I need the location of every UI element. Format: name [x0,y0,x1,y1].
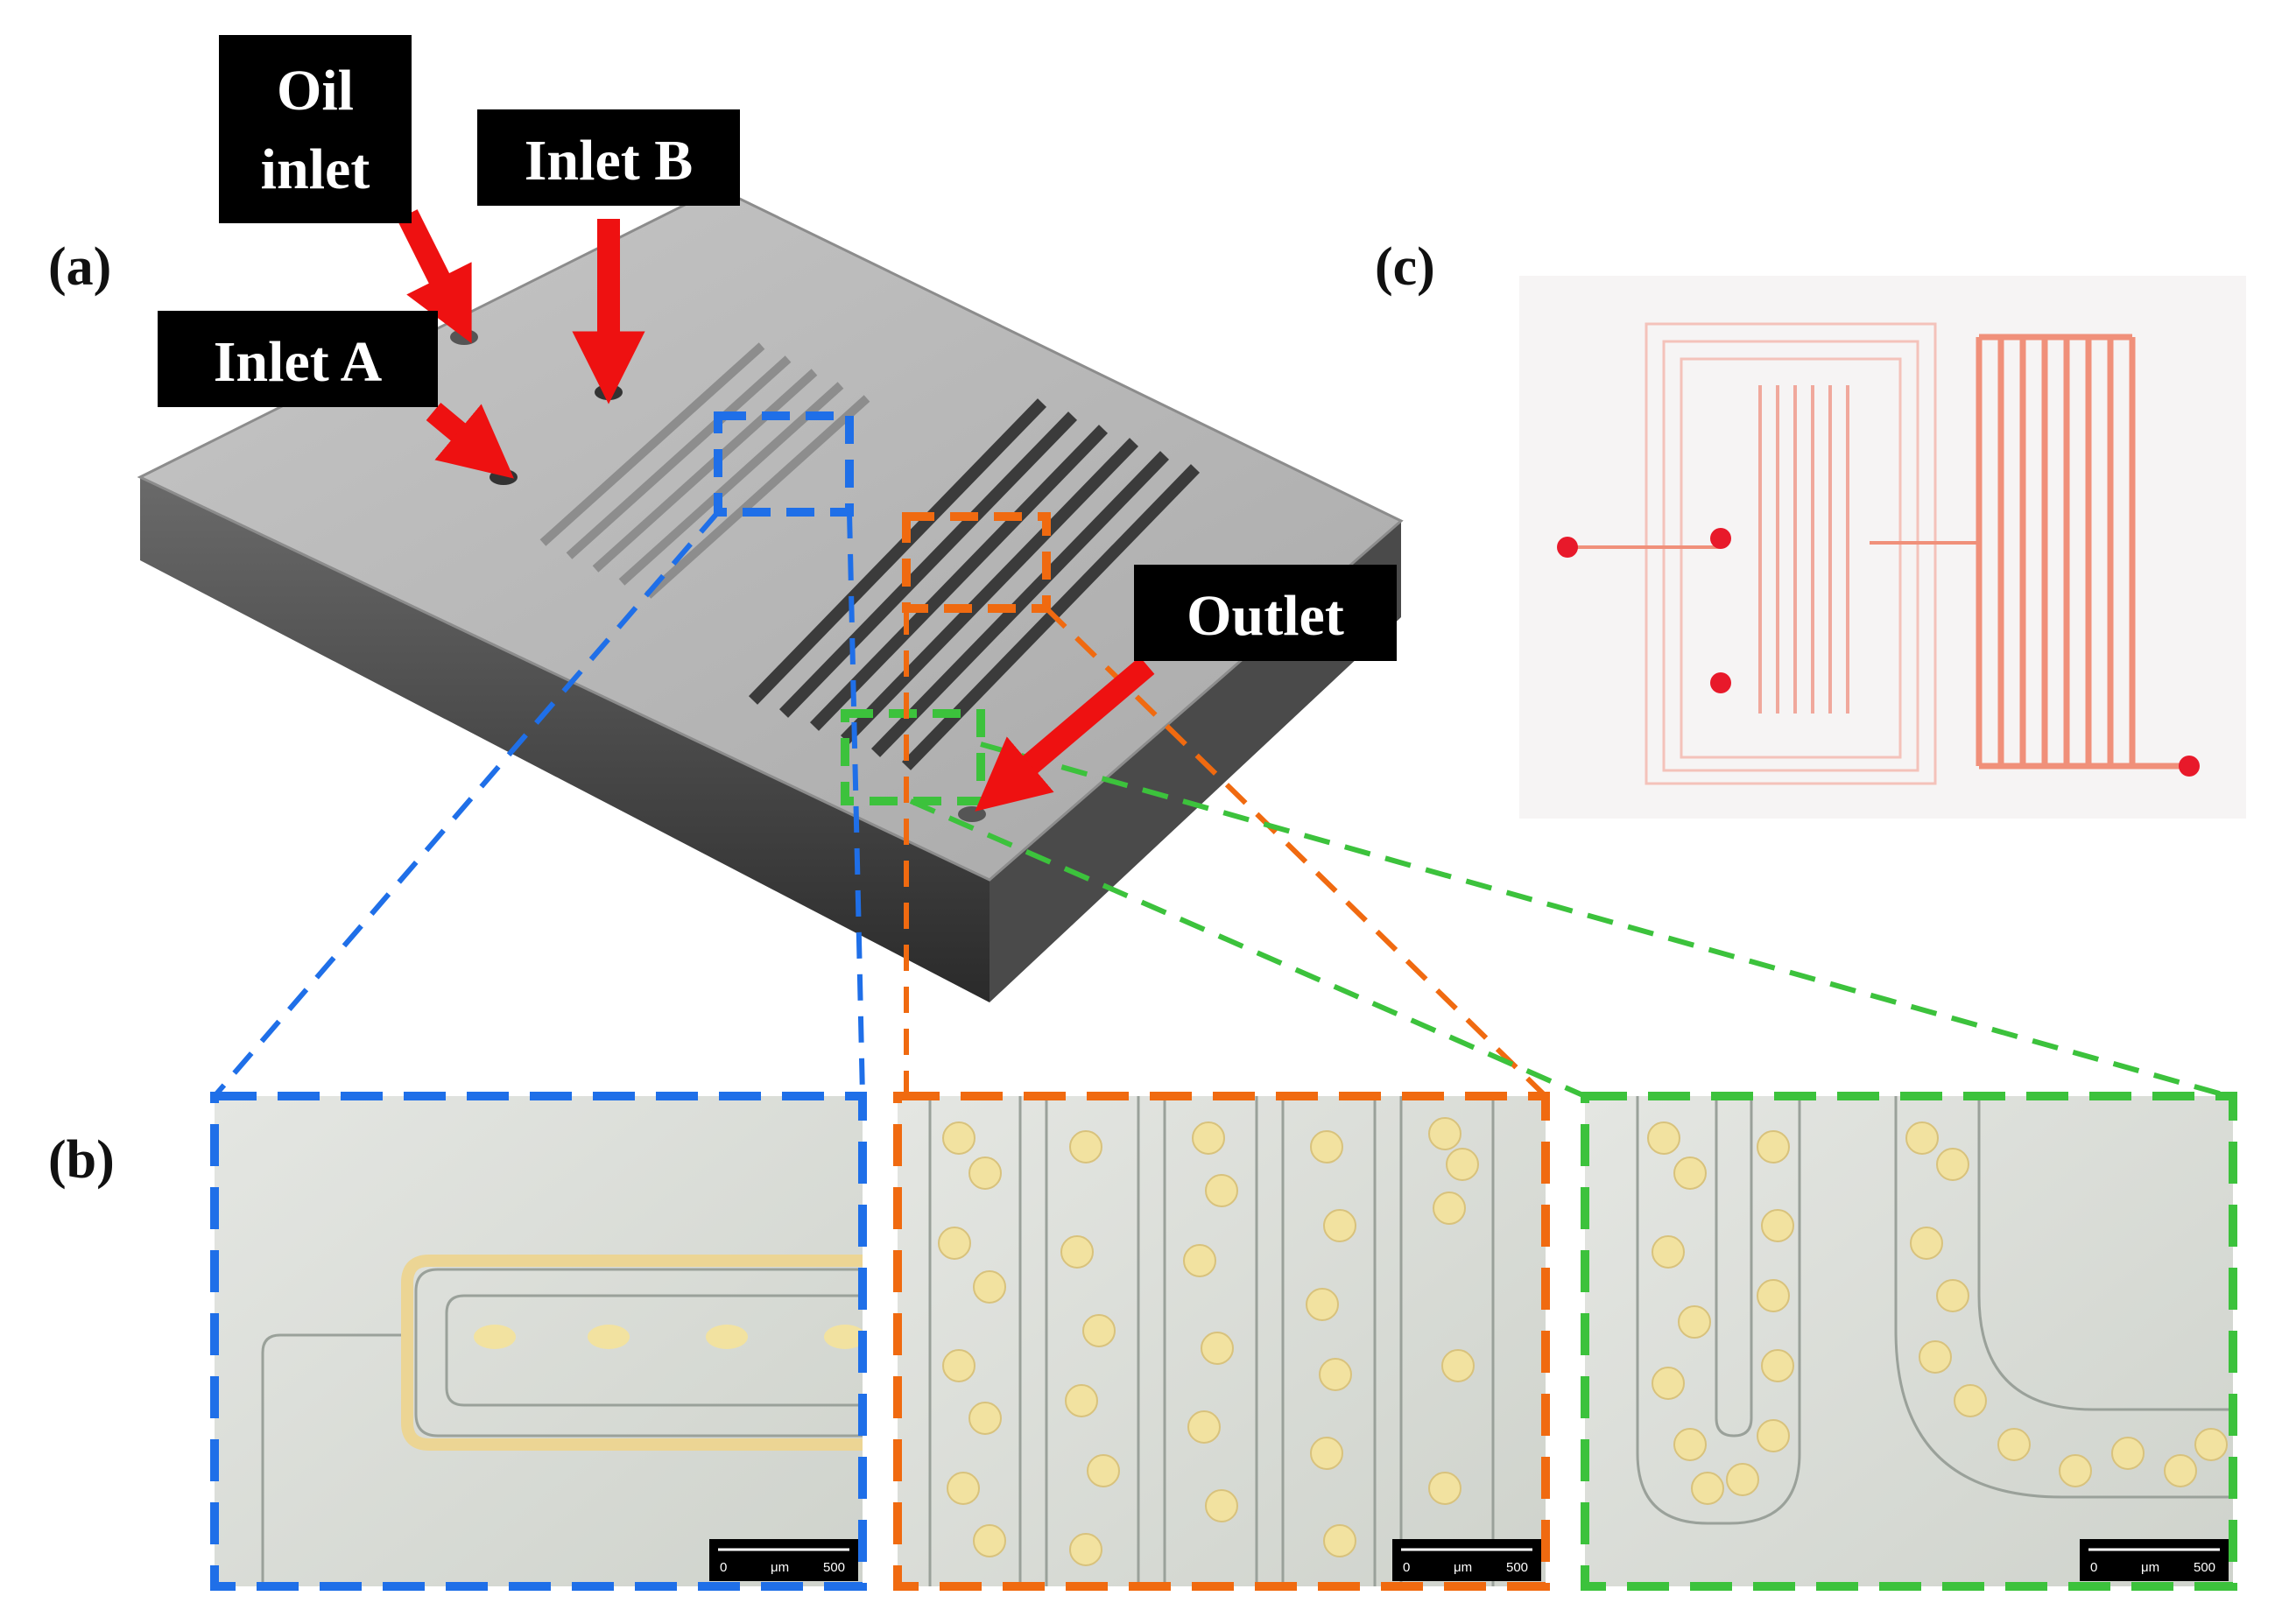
photo-outlet-dot [2179,756,2200,777]
photo-oil-inlet-dot [1557,537,1578,558]
droplet-cluster [938,1117,1479,1566]
scale-end: 500 [2194,1560,2215,1575]
chip-side-left [140,477,990,1002]
photo-inlet-b-dot [1710,528,1731,549]
inlet-b-port [595,384,623,400]
scale-unit: μm [771,1560,789,1575]
photo-inlet-a-dot [1710,672,1731,693]
outlet-label: Outlet [1187,584,1344,648]
oil-inlet-callout: Oil inlet [219,35,412,223]
panel-label-a: (a) [48,237,111,297]
micrograph-blue: 0 μm 500 [215,1096,866,1586]
micrograph-frame-orange [893,1092,1550,1591]
connector-blue-right [847,511,865,1097]
droplet [824,1325,866,1349]
scale-start: 0 [2090,1560,2097,1575]
photo-mixer-serpentine [1758,385,1849,714]
inlet-b-label: Inlet B [525,129,694,193]
connector-blue-left [212,510,721,1098]
inlet-a-label: Inlet A [214,330,383,394]
scale-unit: μm [2141,1560,2159,1575]
scale-start: 0 [1403,1560,1410,1575]
droplet [474,1325,516,1349]
panel-label-b: (b) [48,1130,115,1190]
chip-photo [1519,276,2246,819]
inlet-a-callout: Inlet A [158,311,438,407]
micrograph-green: 0 μm 500 [1585,1096,2233,1586]
droplet [706,1325,748,1349]
panel-label-c: (c) [1375,237,1435,297]
inlet-b-callout: Inlet B [477,109,740,206]
scale-end: 500 [823,1560,845,1575]
oil-inlet-arrow [397,209,472,344]
scale-end: 500 [1506,1560,1528,1575]
scale-unit: μm [1454,1560,1472,1575]
oil-inlet-label-line2: inlet [261,137,370,201]
connector-green-left [909,798,1587,1099]
connector-green-right [980,742,2229,1099]
delay-line-channels [748,398,1201,770]
zoom-box-orange [902,512,1051,613]
micrograph-frame-blue [210,1092,867,1591]
scale-bar-orange: 0 μm 500 [1392,1539,1541,1581]
inlet-a-arrow [426,403,514,479]
outlet-callout: Outlet [1134,565,1397,661]
outlet-port [958,806,986,822]
photo-delay-serpentine [1976,334,2185,770]
micrograph-orange: 0 μm 500 [898,1096,1546,1586]
connector-orange-right [1044,606,1548,1099]
scale-bar-blue: 0 μm 500 [709,1539,858,1581]
scale-bar-green: 0 μm 500 [2080,1539,2229,1581]
inlet-a-port [490,469,518,485]
droplet [588,1325,630,1349]
droplet-cluster [1647,1121,2228,1505]
oil-inlet-port [450,329,478,345]
chip-3d-render [137,186,1404,1002]
micrograph-frame-green [1581,1092,2237,1591]
mixer-channels-left [539,342,870,599]
scale-start: 0 [720,1560,727,1575]
zoom-box-blue [714,411,854,517]
outlet-arrow [975,657,1155,812]
oil-inlet-label-line1: Oil [277,59,354,123]
